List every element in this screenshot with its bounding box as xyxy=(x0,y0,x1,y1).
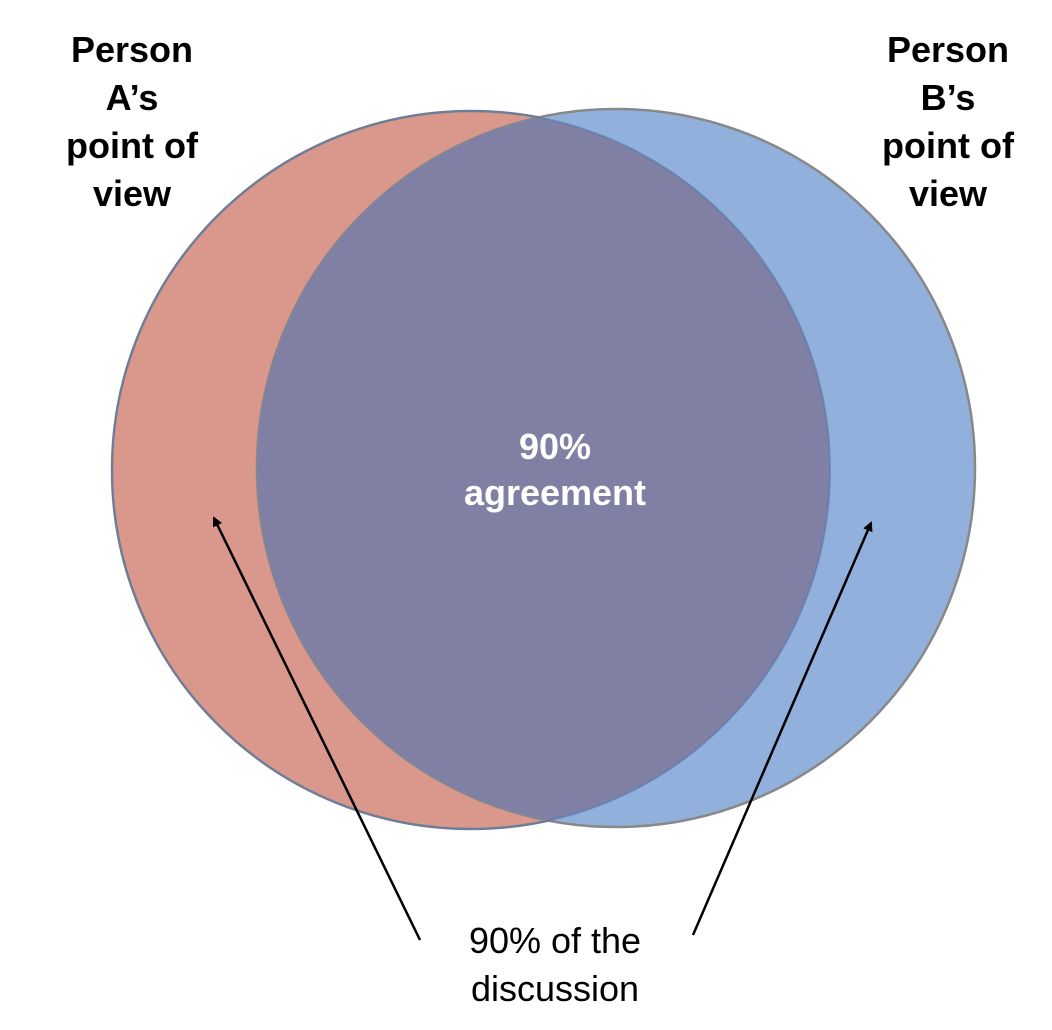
label-line: A’s xyxy=(105,77,159,118)
label-line: Person xyxy=(886,29,1010,70)
label-line: view xyxy=(92,173,172,214)
label-line: 90% of the xyxy=(468,920,642,961)
person-a-label: Person A’s point of view xyxy=(32,26,232,218)
discussion-annotation: 90% of the discussion xyxy=(405,917,705,1013)
label-line: 90% xyxy=(518,426,592,467)
person-b-label: Person B’s point of view xyxy=(848,26,1048,218)
label-line: agreement xyxy=(463,472,647,513)
label-line: B’s xyxy=(920,77,976,118)
arrow-right xyxy=(691,521,873,936)
label-line: discussion xyxy=(470,968,640,1009)
agreement-label: 90% agreement xyxy=(405,424,705,516)
label-line: point of xyxy=(66,125,198,166)
label-line: view xyxy=(908,173,988,214)
label-line: Person xyxy=(70,29,194,70)
circle-a-outline xyxy=(111,110,831,830)
label-line: point of xyxy=(882,125,1014,166)
arrow-left xyxy=(212,516,422,941)
